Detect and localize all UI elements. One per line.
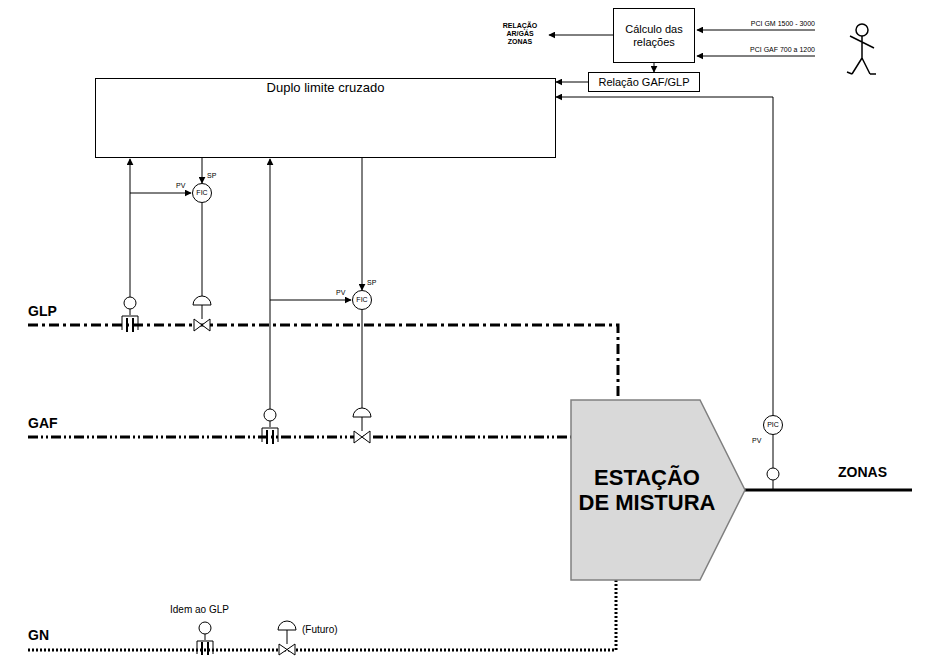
line-name: GN: [28, 627, 49, 643]
signal-name: PV: [752, 437, 761, 445]
mixing-station: ESTAÇÃO DE MISTURA: [571, 400, 745, 580]
node-text: FIC: [356, 296, 367, 304]
stick-figure: [847, 24, 876, 74]
mixing-station: [571, 400, 745, 580]
node-text: FIC: [196, 189, 207, 197]
line-name: ZONAS: [838, 464, 887, 480]
signal-name: SP: [207, 172, 216, 180]
signal-connector: [202, 158, 203, 183]
process-lines: [28, 325, 912, 650]
node-text: ESTAÇÃO DE MISTURA: [577, 465, 717, 516]
note: Idem ao GLP: [170, 604, 229, 616]
signal-connector: [362, 158, 363, 290]
instrument-symbols: [122, 296, 779, 655]
pressure-controller: PIC: [763, 415, 783, 435]
signal-connector: [556, 97, 773, 415]
node-text: Cálculo das relações: [621, 23, 687, 48]
line-name: GAF: [28, 415, 58, 431]
node-text: PIC: [767, 421, 779, 429]
signal-connector: [654, 63, 655, 72]
signal-connector: [556, 82, 588, 83]
output-note: RELAÇÃO AR/GÁS ZONAS: [495, 22, 545, 46]
calc-box: Cálculo das relações: [613, 8, 695, 63]
limit-box: Duplo limite cruzado: [95, 78, 556, 158]
signal-name: PV: [176, 182, 185, 190]
signal-name: SP: [367, 279, 376, 287]
line-name: GLP: [28, 303, 57, 319]
signal-name: PV: [336, 289, 345, 297]
input-note: PCI GM 1500 - 3000: [700, 20, 815, 28]
flow-controller: FIC: [352, 290, 372, 310]
ratio-box: Relação GAF/GLP: [588, 72, 700, 92]
node-text: Relação GAF/GLP: [598, 76, 689, 89]
input-note: PCI GAF 700 a 1200: [700, 46, 815, 54]
flow-controller: FIC: [192, 183, 212, 203]
node-text: Duplo limite cruzado: [267, 81, 385, 96]
note: (Futuro): [302, 624, 338, 636]
